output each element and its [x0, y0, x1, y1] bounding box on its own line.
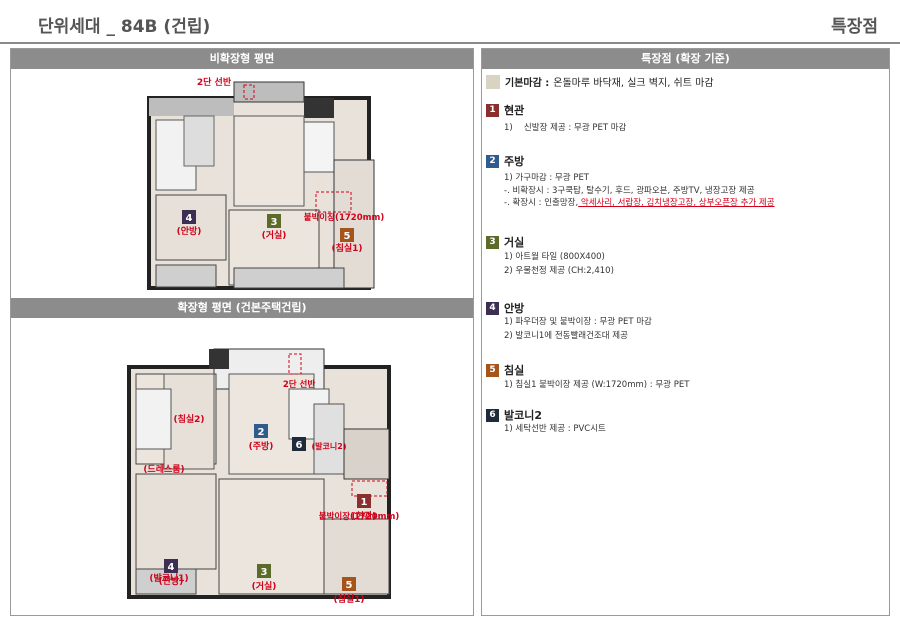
section-2-line-1: 1) 가구마감 : 무광 PET [504, 173, 590, 183]
page-header: 단위세대 _ 84B (건립) 특장점 [0, 0, 900, 44]
basic-finish-text: 온돌마루 바닥재, 실크 벽지, 쉬트 마감 [553, 78, 714, 89]
section-2-added-items: 악세사리, 서랍장, 김치냉장고장, 상부오픈장 추가 제공 [578, 198, 775, 208]
top-closet-label: 붙박이장(1720mm) [304, 212, 385, 223]
non-extended-floor-plan: 4 (안방) 3 (거실) 5 (침실1) 2단 선반 붙박이장(1720mm) [147, 76, 385, 290]
section-1-badge: 1 [486, 103, 499, 117]
section-4-line-2: 2) 발코니1에 전동빨래건조대 제공 [504, 331, 628, 341]
section-5-badge: 5 [486, 363, 499, 377]
section-4-badge: 4 [486, 301, 499, 315]
section-balcony2: 6 발코니2 [486, 407, 542, 423]
section-2-badge: 2 [486, 154, 499, 168]
section-3-title: 거실 [504, 236, 525, 249]
bottom-bedroom2-label: (침실2) [173, 413, 204, 425]
header-divider [0, 42, 900, 44]
section-bedroom: 5 침실 [486, 362, 524, 378]
top-room-4-number: 4 [186, 213, 193, 224]
bottom-room-5-number: 5 [346, 580, 353, 591]
bottom-room-2-number: 2 [258, 427, 265, 438]
section-3-line-2: 2) 우물천정 제공 (CH:2,410) [504, 266, 614, 276]
bottom-room-3-number: 3 [261, 567, 268, 578]
basic-finish-row: 기본마감 : 온돌마루 바닥재, 실크 벽지, 쉬트 마감 [486, 74, 714, 89]
features-panel: 특장점 (확장 기준) 기본마감 : 온돌마루 바닥재, 실크 벽지, 쉬트 마… [481, 48, 890, 616]
page-section-label: 특장점 [831, 17, 878, 37]
section-5-title: 침실 [504, 364, 525, 377]
extended-plan-heading: 확장형 평면 (건본주택건립) [11, 298, 473, 318]
section-kitchen: 2 주방 [486, 153, 524, 169]
section-2-line-3: -. 확장시 : 인출망장, 악세사리, 서랍장, 김치냉장고장, 상부오픈장 … [504, 196, 775, 208]
section-3-line-1: 1) 아트월 타일 (800X400) [504, 252, 605, 262]
top-room-5-number: 5 [344, 231, 351, 242]
section-1-line: 1) 신발장 제공 : 무광 PET 마감 [504, 123, 627, 133]
bottom-room-4-label: (안방) [159, 575, 184, 587]
bottom-room-6-label: (발코니2) [312, 441, 347, 451]
section-entrance: 1 현관 [486, 102, 524, 118]
top-shelf-label: 2단 선반 [197, 76, 232, 88]
section-living: 3 거실 [486, 234, 524, 250]
section-master-bedroom: 4 안방 [486, 300, 524, 316]
section-6-badge: 6 [486, 408, 499, 422]
section-6-line-1: 1) 세탁선반 제공 : PVC시트 [504, 424, 606, 434]
section-4-title: 안방 [504, 302, 525, 315]
floor-plan-panel: 비확장형 평면 4 (안방) 3 (거실) 5 (침 [10, 48, 474, 616]
top-room-3-label: (거실) [262, 229, 287, 241]
basic-finish-label: 기본마감 : [505, 78, 550, 89]
bottom-closet-label: 붙박이장(1720mm) [319, 511, 400, 522]
top-room-4-label: (안방) [177, 225, 202, 237]
bottom-room-6-number: 6 [296, 440, 303, 451]
bottom-shelf-label: 2단 선반 [283, 379, 316, 390]
bottom-room-3-label: (거실) [252, 580, 277, 592]
bottom-room-1-label: (현관) [352, 510, 377, 522]
extended-floor-plan: 2 (주방) 6 (발코니2) 1 (현관) 4 (안방) 3 (거실) 5 (… [127, 348, 400, 605]
bottom-room-1-number: 1 [361, 497, 368, 508]
features-heading: 특장점 (확장 기준) [482, 49, 889, 69]
section-6-title: 발코니2 [504, 409, 543, 422]
finish-swatch-icon [486, 74, 500, 89]
section-5-line-1: 1) 침실1 붙박이장 제공 (W:1720mm) : 무광 PET [504, 380, 690, 390]
page-title: 단위세대 _ 84B (건립) [38, 17, 211, 37]
bottom-room-5-label: (침실1) [333, 593, 364, 605]
bottom-room-2-label: (주방) [249, 440, 274, 452]
section-4-line-1: 1) 파우더장 및 붙박이장 : 무광 PET 마감 [504, 317, 652, 327]
bottom-dressroom-label: (드레스룸) [143, 463, 184, 475]
top-room-3-number: 3 [271, 217, 278, 228]
section-3-badge: 3 [486, 235, 499, 249]
section-2-title: 주방 [504, 155, 525, 168]
section-1-title: 현관 [504, 104, 525, 117]
non-extended-plan-heading: 비확장형 평면 [11, 49, 473, 69]
section-2-line-2: -. 비확장시 : 3구쿡탑, 탈수기, 후드, 광파오븐, 주방TV, 냉장고… [504, 186, 755, 196]
bottom-room-4-number: 4 [168, 562, 175, 573]
top-room-5-label: (침실1) [331, 242, 362, 254]
section-2-line-3-text: -. 확장시 : 인출망장, [504, 198, 579, 208]
bottom-balcony1-label: (발코니1) [149, 572, 188, 584]
